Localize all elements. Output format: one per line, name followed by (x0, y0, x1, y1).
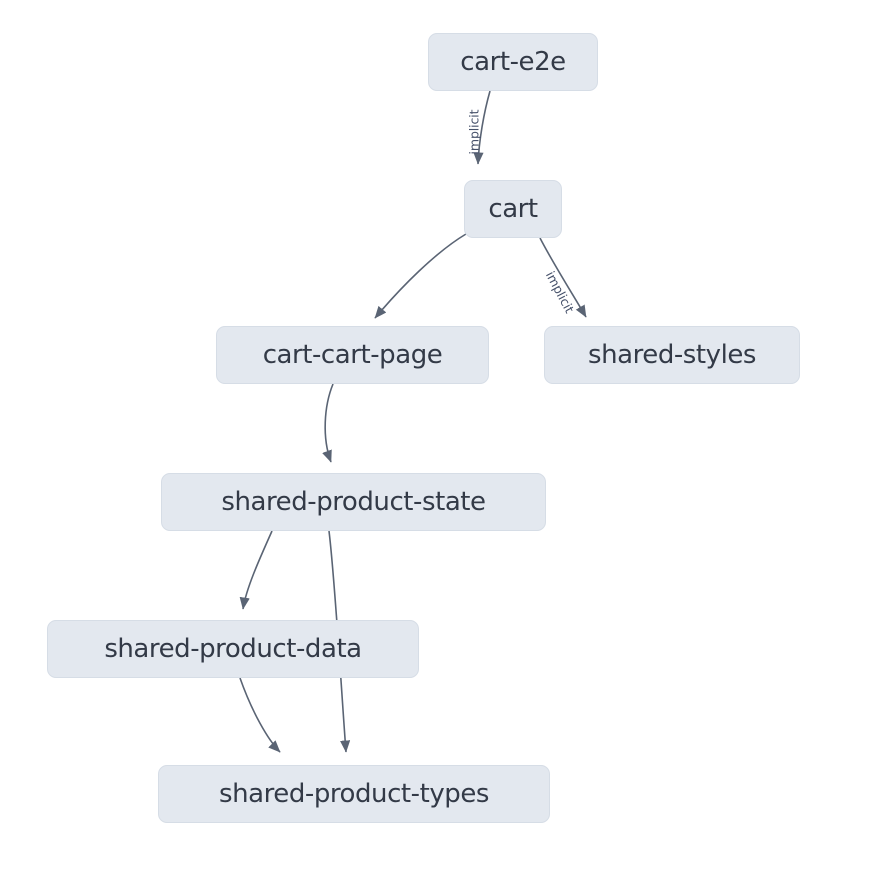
node-label-shared-product-types: shared-product-types (219, 779, 489, 809)
node-shared-product-data[interactable]: shared-product-data (47, 620, 419, 678)
node-cart-e2e[interactable]: cart-e2e (428, 33, 598, 91)
edge-label-cart-e2e-to-cart: implicit (466, 109, 482, 155)
node-label-cart-cart-page: cart-cart-page (262, 340, 443, 370)
node-cart-cart-page[interactable]: cart-cart-page (216, 326, 489, 384)
node-cart[interactable]: cart (464, 180, 562, 238)
edge-cart-cart-page__shared-product-state (322, 383, 334, 463)
node-label-shared-product-data: shared-product-data (104, 634, 362, 664)
node-label-cart-e2e: cart-e2e (460, 47, 566, 77)
node-label-shared-styles: shared-styles (588, 340, 756, 370)
node-label-shared-product-state: shared-product-state (221, 487, 486, 517)
node-shared-product-types[interactable]: shared-product-types (158, 765, 550, 823)
edge-shared-product-data__shared-product-types (239, 677, 281, 753)
node-shared-product-state[interactable]: shared-product-state (161, 473, 546, 531)
edge-cart-e2e__cart (473, 90, 491, 165)
edge-cart__shared-styles (539, 237, 587, 318)
node-shared-styles[interactable]: shared-styles (544, 326, 800, 384)
node-label-cart: cart (488, 194, 538, 224)
edge-shared-product-state__shared-product-data (239, 530, 273, 610)
edge-cart__cart-cart-page (374, 233, 467, 319)
